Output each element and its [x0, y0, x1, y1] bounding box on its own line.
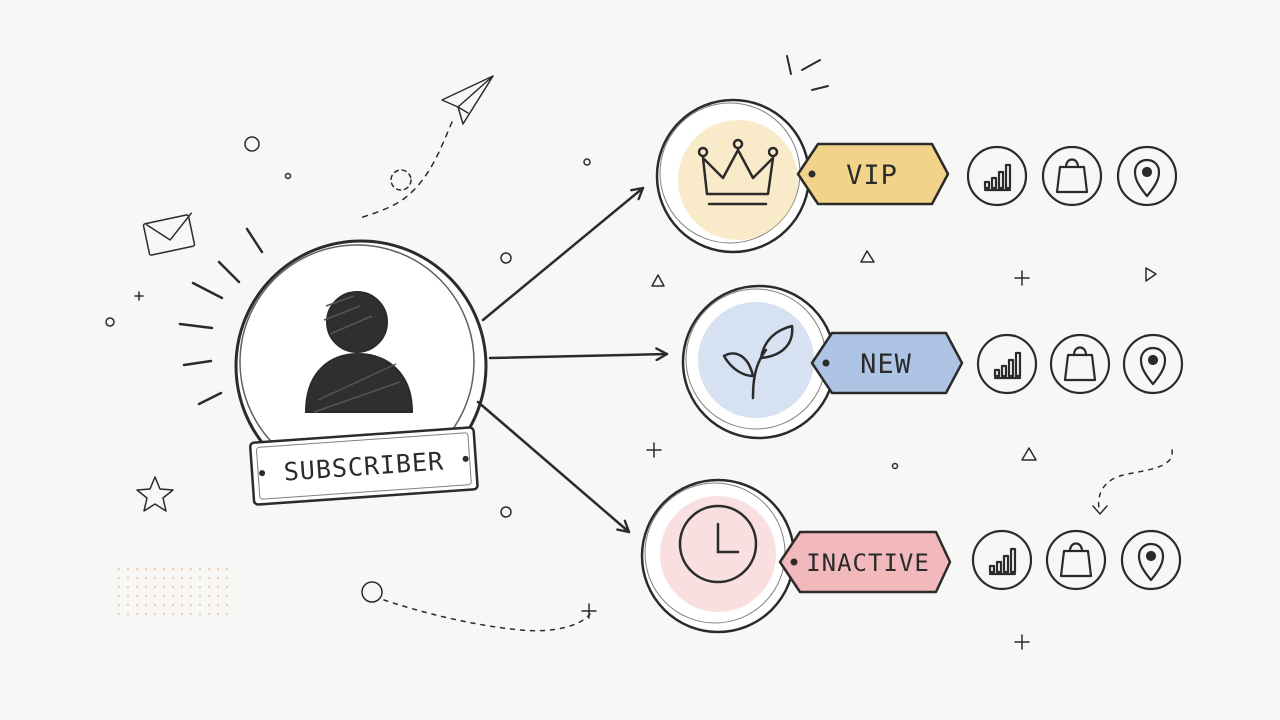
dashed-swoosh	[383, 599, 591, 632]
deco-plus	[1014, 634, 1030, 650]
action-icons	[966, 145, 1184, 591]
segment-inactive: INACTIVE	[640, 478, 952, 634]
inactive-tag	[778, 530, 952, 594]
dashed-curve-arrow	[1097, 449, 1173, 513]
new-actions	[976, 333, 1184, 395]
bar-chart-icon[interactable]	[976, 333, 1038, 395]
deco-triangle	[1145, 267, 1157, 282]
deco-circle	[361, 581, 383, 603]
location-pin-icon[interactable]	[1122, 333, 1184, 395]
arrow-to-inactive	[476, 400, 631, 534]
background-decorations	[105, 55, 1173, 650]
arrow-to-new	[488, 347, 669, 362]
new-color-wash	[698, 302, 814, 418]
new-label: NEW	[860, 349, 912, 380]
vip-tag	[796, 142, 950, 206]
deco-plus	[1014, 270, 1030, 286]
subscriber-node: SUBSCRIBER	[178, 227, 488, 506]
connector-arrows	[476, 186, 669, 534]
deco-circle	[500, 252, 512, 264]
vip-color-wash	[678, 120, 798, 240]
shopping-bag-icon[interactable]	[1041, 145, 1103, 207]
dashed-trail	[359, 121, 453, 219]
sprout-icon	[722, 324, 794, 400]
arrow-to-vip	[481, 186, 645, 322]
inactive-actions	[971, 529, 1182, 591]
deco-circle	[284, 172, 292, 180]
vip-actions	[966, 145, 1178, 207]
trail-loop	[390, 169, 412, 191]
deco-triangle	[651, 274, 665, 287]
paper-plane-icon	[441, 75, 494, 125]
inactive-label: INACTIVE	[806, 549, 930, 577]
deco-circle	[583, 158, 591, 166]
deco-plus	[134, 291, 144, 301]
deco-circle	[244, 136, 260, 152]
deco-plus	[646, 442, 662, 458]
inactive-color-wash	[660, 496, 776, 612]
segment-new: NEW	[681, 284, 964, 440]
deco-triangle	[1021, 447, 1037, 461]
deco-plus	[581, 603, 597, 619]
bar-chart-icon[interactable]	[971, 529, 1033, 591]
vip-label: VIP	[846, 160, 898, 191]
location-pin-icon[interactable]	[1116, 145, 1178, 207]
segment-vip: VIP	[655, 98, 950, 254]
burst-lines	[178, 227, 264, 406]
bar-chart-icon[interactable]	[966, 145, 1028, 207]
clock-icon	[678, 504, 758, 584]
deco-circle	[891, 462, 899, 470]
location-pin-icon[interactable]	[1120, 529, 1182, 591]
deco-triangle	[860, 250, 875, 263]
star-icon	[136, 476, 174, 512]
crown-icon	[697, 138, 779, 206]
dot-pattern	[112, 568, 230, 618]
shopping-bag-icon[interactable]	[1045, 529, 1107, 591]
envelope-icon	[142, 212, 196, 256]
spark-lines	[786, 55, 829, 91]
deco-circle	[105, 317, 115, 327]
dashed-curve-arrowhead	[1092, 505, 1108, 515]
deco-circle	[500, 506, 512, 518]
user-silhouette-icon	[304, 291, 414, 413]
new-tag	[810, 331, 964, 395]
shopping-bag-icon[interactable]	[1049, 333, 1111, 395]
